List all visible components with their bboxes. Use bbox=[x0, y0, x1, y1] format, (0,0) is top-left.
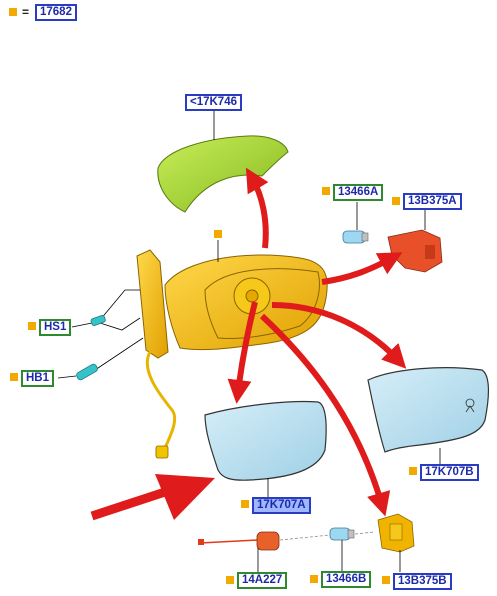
assembly-equals: = bbox=[22, 5, 30, 19]
arrow-to-cap bbox=[245, 167, 269, 249]
glass-right-marker bbox=[409, 467, 417, 475]
mirror-mount-bracket bbox=[136, 249, 169, 359]
lamp-13b375a-marker bbox=[392, 197, 400, 205]
housing-marker bbox=[214, 230, 222, 238]
harness-connector bbox=[155, 445, 169, 459]
screw-guide-line-3 bbox=[94, 337, 144, 371]
connector-14a227-label[interactable]: 14A227 bbox=[237, 572, 288, 589]
glass-left-marker bbox=[241, 500, 249, 508]
assembly-code-label[interactable]: 17682 bbox=[35, 4, 77, 21]
screw-guide-line-2 bbox=[99, 317, 141, 331]
arrow-to-lamp bbox=[321, 252, 403, 285]
lamp-housing-13b375a bbox=[387, 229, 443, 273]
lamp-13b375b-label[interactable]: 13B375B bbox=[393, 573, 452, 590]
connector-14a227 bbox=[198, 531, 331, 551]
bulb-13466a bbox=[342, 230, 369, 244]
housing-inner-frame bbox=[204, 268, 320, 339]
wiring-harness bbox=[145, 351, 177, 456]
bulb-13466a-label[interactable]: 13466A bbox=[333, 184, 384, 201]
lamp-13b375b-marker bbox=[382, 576, 390, 584]
lamp-13b375a-label[interactable]: 13B375A bbox=[403, 193, 462, 210]
assembly-marker bbox=[9, 8, 17, 16]
hb1-label[interactable]: HB1 bbox=[21, 370, 55, 387]
hb1-marker bbox=[10, 373, 18, 381]
screw-hb1 bbox=[76, 363, 98, 381]
bulb-13466b-marker bbox=[310, 575, 318, 583]
lamp-housing-13b375b bbox=[377, 513, 415, 553]
hb1-leader bbox=[57, 375, 77, 379]
connector-14a227-marker bbox=[226, 576, 234, 584]
arrow-insert-glass-head bbox=[155, 474, 215, 520]
screw-guide-line-1 bbox=[99, 289, 140, 321]
arrow-to-glass-right bbox=[271, 302, 407, 369]
hs1-label[interactable]: HS1 bbox=[39, 319, 72, 336]
bulb-13466a-marker bbox=[322, 187, 330, 195]
glass-left-label[interactable]: 17K707A bbox=[252, 497, 311, 514]
hs1-marker bbox=[28, 322, 36, 330]
glass-right-label[interactable]: 17K707B bbox=[420, 464, 479, 481]
housing-motor-center bbox=[245, 289, 259, 303]
mirror-cap bbox=[157, 135, 289, 213]
hs1-leader bbox=[71, 322, 93, 328]
blind-spot-icon bbox=[465, 398, 475, 413]
bulb-13466b bbox=[329, 527, 376, 541]
arrow-insert-glass bbox=[90, 487, 167, 521]
cap-part-label[interactable]: <17K746 bbox=[185, 94, 242, 111]
mirror-glass-left bbox=[204, 400, 327, 481]
mirror-glass-right bbox=[367, 367, 489, 453]
screw-hs1 bbox=[90, 314, 106, 326]
arrow-to-bottom-lamp bbox=[259, 313, 391, 517]
bulb-13466b-label[interactable]: 13466B bbox=[321, 571, 372, 588]
arrow-to-glass-left bbox=[227, 301, 258, 404]
